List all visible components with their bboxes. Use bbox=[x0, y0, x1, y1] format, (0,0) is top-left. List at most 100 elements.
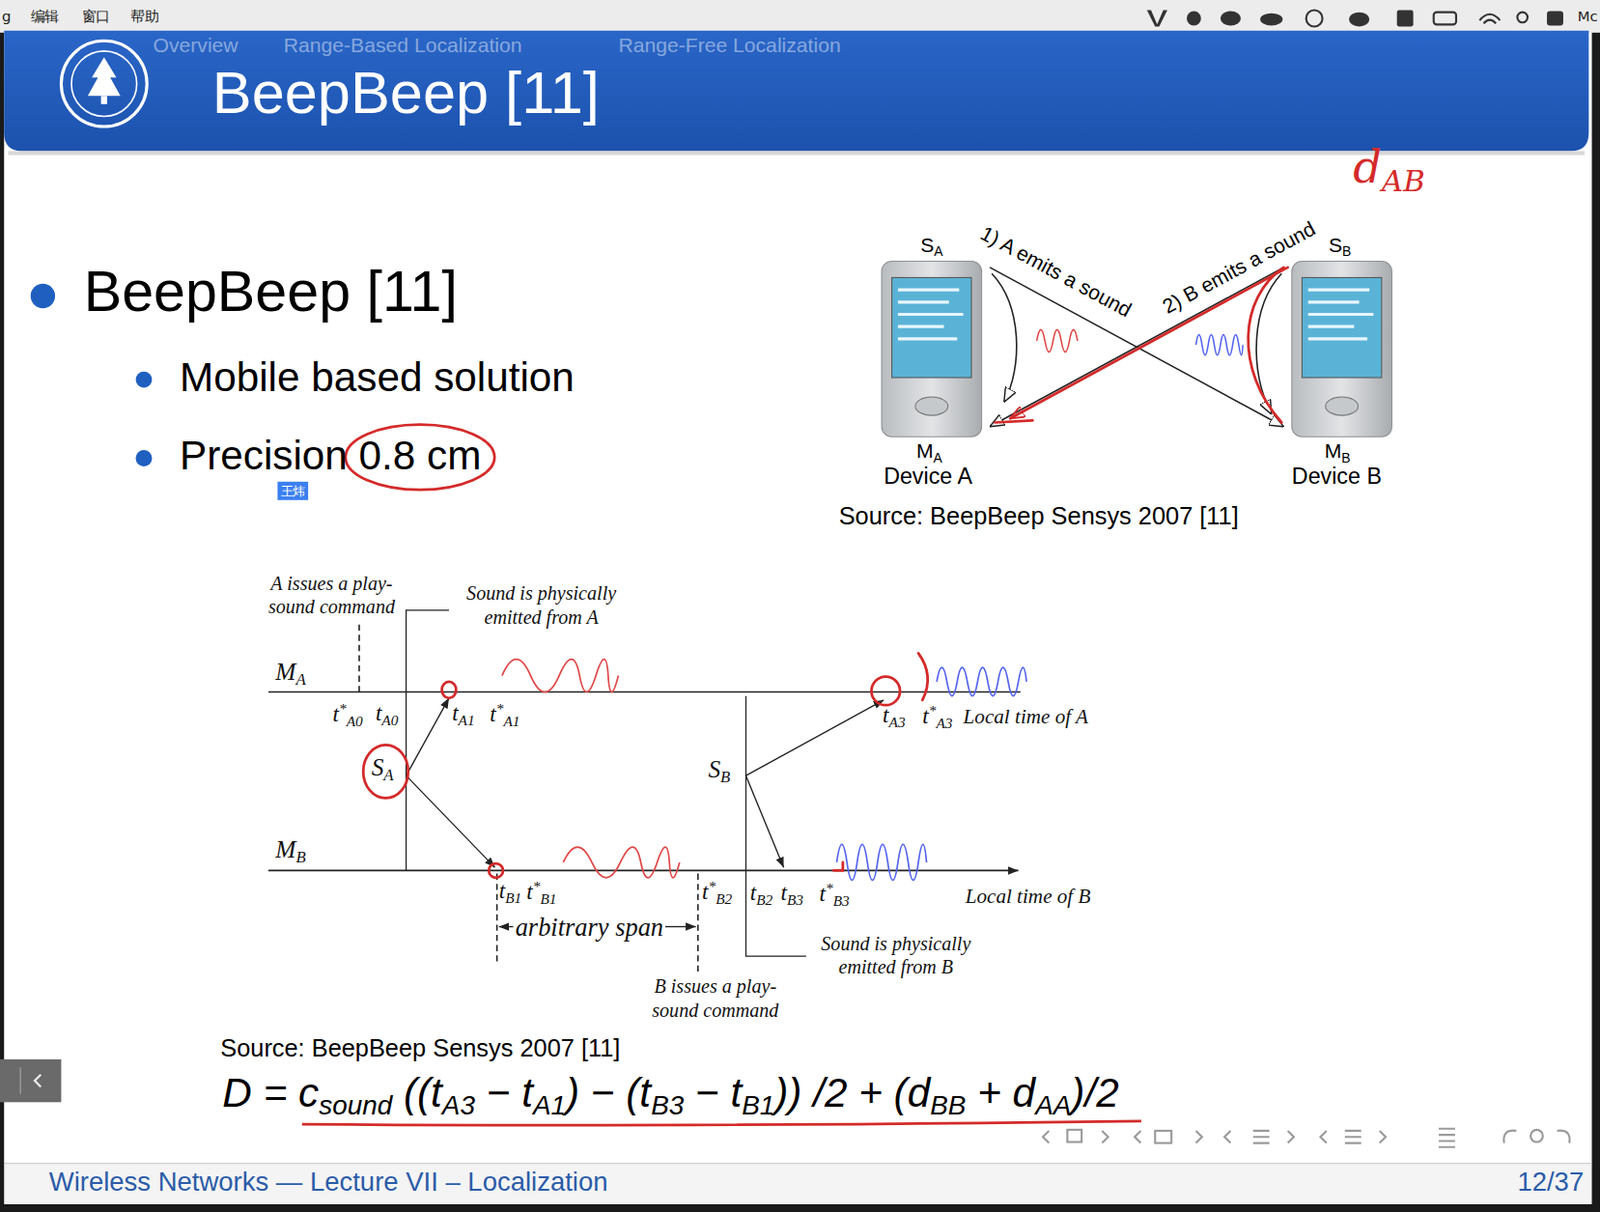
bullet-text: Mobile based solution bbox=[179, 352, 575, 402]
nav-icon bbox=[1224, 1130, 1231, 1144]
text-part: B3 bbox=[833, 892, 850, 909]
nav-icon bbox=[1066, 1129, 1082, 1143]
time-label: t*B3 bbox=[819, 879, 850, 910]
device-part-label: SA bbox=[920, 232, 943, 260]
sound-path-arrow bbox=[989, 267, 1284, 427]
menu-item: 编辑 bbox=[30, 7, 60, 26]
device-part-label: MA bbox=[916, 438, 943, 466]
nav-icon bbox=[1557, 1130, 1571, 1144]
time-label: tA0 bbox=[375, 700, 399, 730]
text-part: A0 bbox=[381, 711, 398, 729]
status-icon bbox=[1260, 13, 1283, 27]
leader-line bbox=[406, 610, 450, 871]
sound-wave bbox=[562, 846, 679, 878]
text-part: c bbox=[298, 1068, 319, 1114]
span-marker bbox=[496, 873, 499, 962]
menu-item: g bbox=[1, 7, 11, 26]
emitter-label: SB bbox=[707, 755, 730, 786]
bullet-dot bbox=[136, 449, 153, 467]
text-part: t bbox=[521, 1068, 534, 1114]
red-annotation-circle bbox=[488, 863, 504, 878]
handwritten-note: dAB bbox=[1352, 140, 1425, 200]
footer-title: Wireless Networks — Lecture VII – Locali… bbox=[49, 1166, 609, 1199]
viewer-widget bbox=[20, 1066, 22, 1094]
sound-path bbox=[745, 775, 784, 868]
search-icon bbox=[1516, 12, 1528, 24]
text-part: sound bbox=[318, 1090, 393, 1122]
text-part: A bbox=[933, 244, 943, 260]
red-annotation-circle bbox=[363, 744, 408, 798]
nav-icon bbox=[1196, 1130, 1203, 1144]
university-logo bbox=[71, 51, 138, 117]
time-label: t*A3 bbox=[922, 701, 953, 732]
text-part: t bbox=[526, 878, 533, 904]
sound-wave bbox=[837, 843, 927, 880]
bullet-text: Precision 0.8 cm bbox=[179, 430, 481, 480]
text-part: A3 bbox=[442, 1090, 476, 1122]
text-part: S bbox=[707, 756, 721, 783]
text-part: AA bbox=[1035, 1090, 1071, 1122]
text-part: t bbox=[499, 877, 506, 903]
text-part: ) − ( bbox=[565, 1068, 640, 1114]
text-part: B1 bbox=[741, 1090, 775, 1122]
nav-icon bbox=[1319, 1130, 1326, 1144]
text-part: B2 bbox=[756, 891, 773, 908]
text-part: A0 bbox=[346, 712, 364, 730]
command-marker bbox=[358, 624, 361, 693]
header-band bbox=[3, 30, 1589, 152]
time-axis bbox=[268, 691, 1021, 694]
text-part: A1 bbox=[503, 712, 520, 730]
time-label: tB1 bbox=[499, 877, 523, 907]
status-icon bbox=[1306, 10, 1323, 28]
text-part: AB bbox=[1381, 164, 1426, 199]
text-part: BB bbox=[929, 1090, 966, 1122]
section-nav: Range-Free Localization bbox=[617, 32, 841, 57]
nav-icon bbox=[1288, 1130, 1294, 1144]
university-logo bbox=[101, 95, 108, 104]
axis-caption: Local time of B bbox=[965, 883, 1092, 908]
time-label: tA1 bbox=[451, 700, 476, 730]
text-part: + bbox=[965, 1068, 1012, 1114]
screen-bottom bbox=[0, 1204, 1600, 1212]
nav-icon bbox=[1530, 1129, 1544, 1143]
text-part: B2 bbox=[715, 890, 732, 907]
menu-item: 帮助 bbox=[130, 7, 160, 26]
text-part: A3 bbox=[889, 713, 906, 730]
text-part: t bbox=[819, 880, 826, 906]
text-part: − bbox=[475, 1068, 522, 1114]
phone-body bbox=[1291, 261, 1393, 438]
text-part: B1 bbox=[539, 890, 557, 907]
sound-wave bbox=[1196, 335, 1244, 356]
time-label: tB2 bbox=[750, 879, 774, 909]
text-part: A bbox=[383, 765, 393, 784]
event-note: A issues a play-sound command bbox=[263, 571, 401, 619]
wifi-icon bbox=[1479, 14, 1500, 25]
red-annotation-stroke bbox=[918, 652, 928, 701]
axis-name: MA bbox=[275, 657, 306, 689]
time-label: t*A1 bbox=[489, 700, 520, 730]
bullet-dot bbox=[136, 371, 153, 389]
text-part: d bbox=[907, 1068, 931, 1114]
event-note: Sound is physically emitted from A bbox=[456, 581, 625, 629]
span-arrow bbox=[499, 926, 514, 927]
text-part: t bbox=[882, 701, 889, 728]
nav-icon bbox=[1042, 1130, 1049, 1144]
sound-path-arrow bbox=[989, 267, 1284, 427]
span-label: arbitrary span bbox=[515, 912, 664, 944]
nav-icon bbox=[1154, 1130, 1172, 1144]
text-part: M bbox=[275, 835, 296, 862]
sound-wave bbox=[1037, 329, 1078, 352]
text-part: S bbox=[1328, 233, 1343, 256]
device-part-label: MB bbox=[1324, 438, 1351, 466]
time-label: tA3 bbox=[882, 701, 906, 731]
text-part: B bbox=[295, 847, 306, 866]
text-part: t bbox=[451, 700, 458, 726]
text-part: A bbox=[933, 449, 943, 466]
text-part: M bbox=[275, 658, 296, 685]
distance-formula: D = csound ((tA3 − tA1) − (tB3 − tB1)) /… bbox=[222, 1066, 1119, 1123]
time-label: t*B2 bbox=[701, 877, 732, 908]
slide-title: BeepBeep [11] bbox=[212, 56, 600, 129]
status-icon bbox=[1397, 10, 1414, 28]
